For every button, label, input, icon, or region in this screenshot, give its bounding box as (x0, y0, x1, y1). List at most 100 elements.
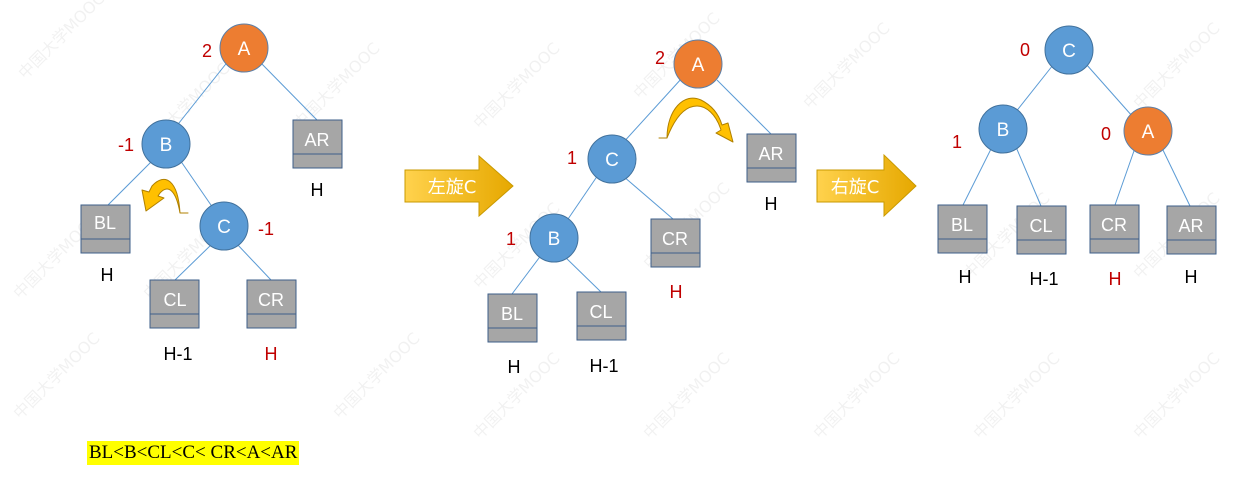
tree-node-c (587, 134, 637, 184)
balance-factor: 1 (567, 148, 577, 168)
rotation-arrow-icon (141, 178, 189, 214)
watermark-text: 中国大学MOOC (289, 39, 383, 133)
subtree-label: CR (258, 290, 284, 310)
tree-edges (962, 63, 1191, 207)
subtree-box-ar (292, 119, 343, 169)
edge-b-cl (1015, 146, 1042, 207)
node-label: C (605, 150, 619, 171)
subtree-box-cl (1016, 205, 1067, 255)
tree-node: A 2 (202, 23, 269, 73)
edge-b-bl (962, 144, 994, 206)
edge-b-c (179, 159, 214, 209)
watermark-text: 中国大学MOOC (469, 39, 563, 133)
node-label: B (997, 120, 1010, 141)
subtree-box-bl (487, 293, 538, 343)
tree-node: B 1 (952, 104, 1028, 154)
height-label: H-1 (589, 356, 618, 376)
tree-middle: A 2 C 1 B 1 AR H CR H BL H (487, 39, 797, 377)
watermark-text: 中国大学MOOC (809, 349, 903, 443)
edge-a-ar (1161, 147, 1191, 207)
subtree-box: AR H (746, 133, 797, 214)
height-label: H (1109, 269, 1122, 289)
edge-c-a (1085, 63, 1134, 118)
tree-node: C -1 (199, 201, 274, 251)
subtree-box: CL H-1 (576, 291, 627, 376)
subtree-label: CL (163, 290, 186, 310)
height-label: H (959, 267, 972, 287)
subtree-box-cl (576, 291, 627, 341)
block-arrow-icon (816, 153, 917, 218)
edge-b-bl (107, 159, 154, 206)
tree-node: B 1 (506, 213, 579, 263)
watermark-text: 中国大学MOOC (799, 19, 893, 113)
transform-arrow-left-rotate: 左旋C (404, 154, 514, 218)
subtree-box: BL H (937, 204, 988, 287)
node-label: A (692, 55, 705, 76)
height-label: H (101, 265, 114, 285)
transform-arrow-right-rotate: 右旋C (816, 153, 917, 218)
subtree-label: CR (662, 229, 688, 249)
tree-node-a (1123, 106, 1173, 156)
edge-a-b (174, 59, 230, 129)
subtree-label: BL (501, 304, 523, 324)
inorder-sequence-label: BL<B<CL<C< CR<A<AR (87, 441, 300, 465)
transform-label: 左旋C (428, 177, 477, 198)
watermark-text: 中国大学MOOC (329, 329, 423, 423)
edge-c-cr (622, 175, 674, 220)
tree-node-c (1044, 25, 1094, 75)
subtree-box: AR H (292, 119, 343, 200)
tree-node-c (199, 201, 249, 251)
height-label: H (508, 357, 521, 377)
tree-node: A 0 (1101, 106, 1173, 156)
node-label: C (217, 217, 231, 238)
subtree-label: CL (1029, 216, 1052, 236)
subtree-box-cl (149, 279, 200, 329)
subtree-box: CL H-1 (149, 279, 200, 364)
node-label: B (160, 135, 173, 156)
subtree-label: CL (589, 302, 612, 322)
watermark-text: 中国大学MOOC (1129, 349, 1223, 443)
rotation-arrow-icon (658, 97, 734, 143)
edge-a-cr (1114, 147, 1136, 206)
tree-node-b (529, 213, 579, 263)
edge-a-ar (716, 79, 772, 135)
watermark-text: 中国大学MOOC (1129, 19, 1223, 113)
tree-node: C 0 (1020, 25, 1094, 75)
subtree-box-bl (80, 204, 131, 254)
tree-node: A 2 (655, 39, 723, 89)
balance-factor: 2 (202, 41, 212, 61)
edge-b-cl (562, 254, 602, 293)
subtree-box-ar (1166, 205, 1217, 255)
tree-node-b (978, 104, 1028, 154)
balance-factor: -1 (118, 135, 134, 155)
node-label: A (1142, 122, 1155, 143)
block-arrow-icon (404, 154, 514, 218)
edge-c-b (565, 174, 599, 223)
node-label: B (548, 229, 561, 250)
height-label: H-1 (1029, 269, 1058, 289)
node-label: A (238, 39, 251, 60)
subtree-box: BL H (80, 204, 131, 285)
subtree-box: CR H (1089, 204, 1140, 289)
height-label: H (765, 194, 778, 214)
watermark-text: 中国大学MOOC (969, 349, 1063, 443)
tree-edges (511, 77, 772, 295)
tree-after: C 0 B 1 A 0 BL H CL H-1 CR (937, 25, 1217, 289)
tree-before: A 2 B -1 C -1 BL H AR H CL (80, 23, 343, 364)
subtree-box-ar (746, 133, 797, 183)
subtree-label: AR (304, 130, 329, 150)
edge-a-c (620, 77, 683, 146)
subtree-box-cr (246, 279, 297, 329)
transform-label: 右旋C (831, 177, 880, 198)
tree-node: B -1 (118, 119, 191, 169)
edge-b-bl (511, 253, 543, 295)
edge-c-b (1014, 64, 1054, 114)
height-label: H (311, 180, 324, 200)
height-label: H (265, 344, 278, 364)
balance-factor: 1 (506, 229, 516, 249)
subtree-box: BL H (487, 293, 538, 377)
tree-node-a (219, 23, 269, 73)
tree-edges (107, 59, 318, 281)
balance-factor: -1 (258, 219, 274, 239)
